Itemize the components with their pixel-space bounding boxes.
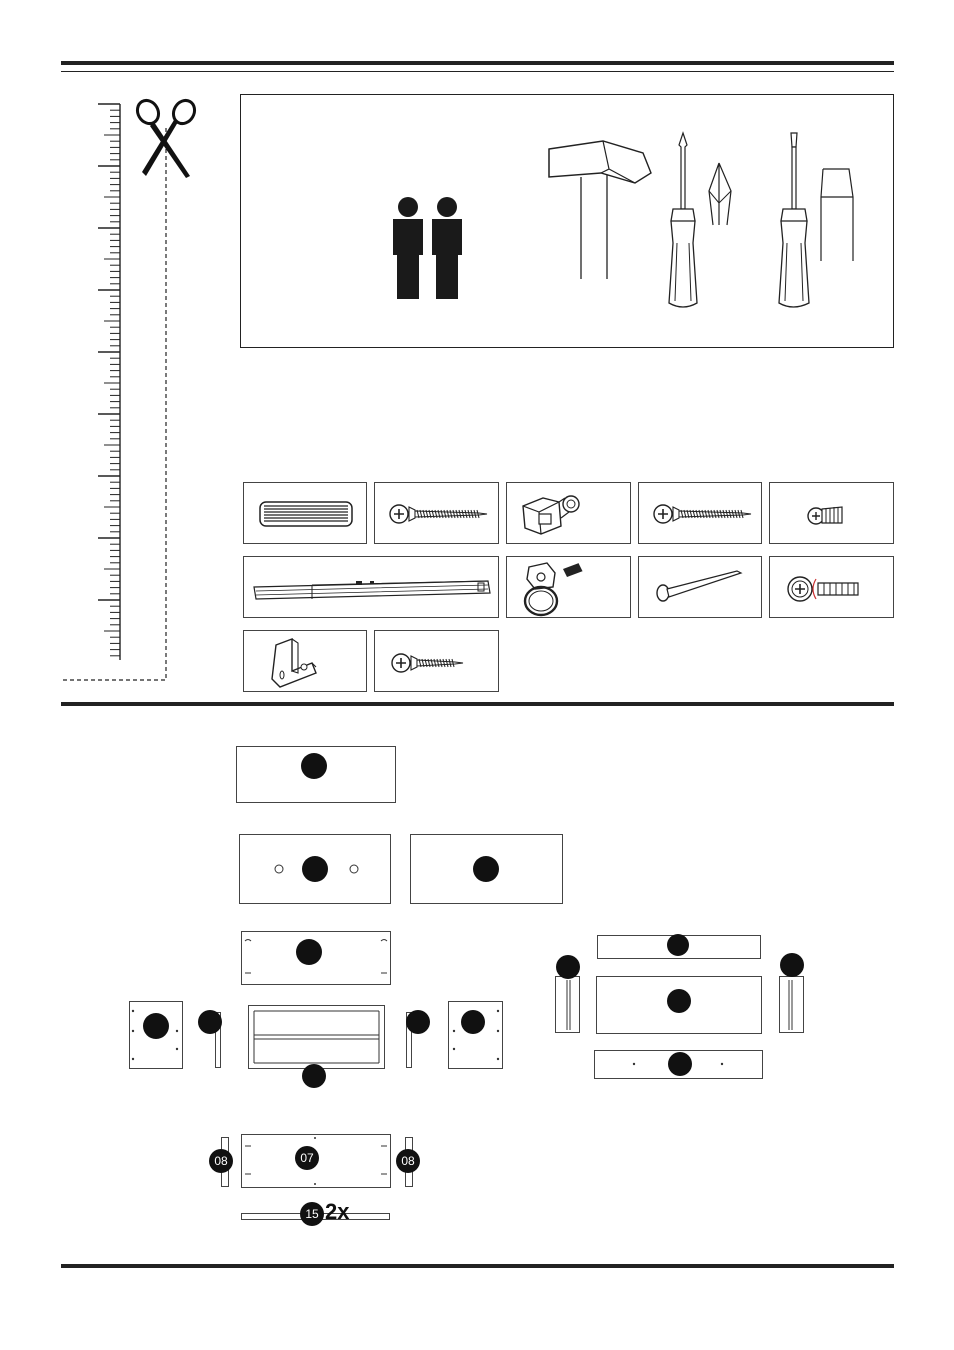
bottom-rule xyxy=(61,1264,894,1268)
hardware-cell-machine-screw xyxy=(769,482,894,544)
part-number-marker xyxy=(302,1064,326,1088)
ring-pull-handle-icon xyxy=(523,562,584,617)
part-15-quantity: 2x xyxy=(325,1199,350,1224)
top-rule-thin xyxy=(61,71,894,72)
l-bracket-icon xyxy=(271,637,317,688)
cam-lock-icon xyxy=(522,495,580,535)
phillips-screwdriver-icon xyxy=(668,131,732,308)
wood-screw-long-icon xyxy=(653,504,752,524)
handle-bolt-icon xyxy=(787,576,859,602)
wood-screw-short-icon xyxy=(391,653,464,673)
hammer-icon xyxy=(548,140,652,279)
hardware-cell-drawer-slide xyxy=(243,556,499,618)
hardware-cell-nail xyxy=(638,556,762,618)
hardware-cell-handle-bolt xyxy=(769,556,894,618)
drawer-side-left-holes xyxy=(131,1009,179,1061)
hardware-cell-l-bracket xyxy=(243,630,367,692)
hardware-cell-ring-pull xyxy=(506,556,631,618)
part-number-marker xyxy=(668,1052,692,1076)
part-number-marker xyxy=(556,955,580,979)
part-number-marker xyxy=(473,856,499,882)
panel-07-marks xyxy=(245,1137,387,1185)
part-number-marker xyxy=(667,989,691,1013)
hardware-cell-cam-lock xyxy=(506,482,631,544)
part-number-marker xyxy=(296,939,322,965)
short-machine-screw-icon xyxy=(807,506,843,525)
part-label-08-right: 08 xyxy=(396,1149,420,1173)
section-rule xyxy=(61,702,894,706)
rail-post-right-lines xyxy=(788,980,793,1030)
hardware-cell-dowel xyxy=(243,482,367,544)
part-number-marker xyxy=(406,1010,430,1034)
dowel-icon xyxy=(259,501,353,527)
cut-out-ruler xyxy=(61,98,197,681)
hardware-cell-wood-screw-1 xyxy=(374,482,499,544)
drawer-side-left xyxy=(129,1001,183,1069)
drawer-side-right-holes xyxy=(452,1009,500,1061)
part-number-marker xyxy=(302,856,328,882)
drawer-slide-rail-icon xyxy=(253,580,491,600)
wood-screw-long-icon xyxy=(389,504,488,524)
bottom-strip-holes xyxy=(632,1062,724,1066)
two-person-icon xyxy=(393,197,462,299)
rail-post-left-lines xyxy=(566,980,571,1030)
flat-screwdriver-icon xyxy=(778,132,854,308)
part-number-marker xyxy=(198,1010,222,1034)
part-number-marker xyxy=(301,753,327,779)
part-number-marker xyxy=(780,953,804,977)
part-number-marker xyxy=(143,1013,169,1039)
part-number-marker xyxy=(667,934,689,956)
part-label-15: 15 xyxy=(300,1202,324,1226)
required-tools-panel xyxy=(240,94,894,348)
top-rule-thick xyxy=(61,61,894,65)
part-label-07: 07 xyxy=(295,1146,319,1170)
hardware-cell-wood-screw-short xyxy=(374,630,499,692)
hardware-cell-wood-screw-2 xyxy=(638,482,762,544)
nail-icon xyxy=(656,570,743,602)
drawer-body-lines xyxy=(253,1010,380,1064)
panel-back-marks xyxy=(244,939,388,974)
part-label-08-left: 08 xyxy=(209,1149,233,1173)
scissors-icon xyxy=(135,98,197,178)
panel-holes xyxy=(274,864,359,874)
part-number-marker xyxy=(461,1010,485,1034)
